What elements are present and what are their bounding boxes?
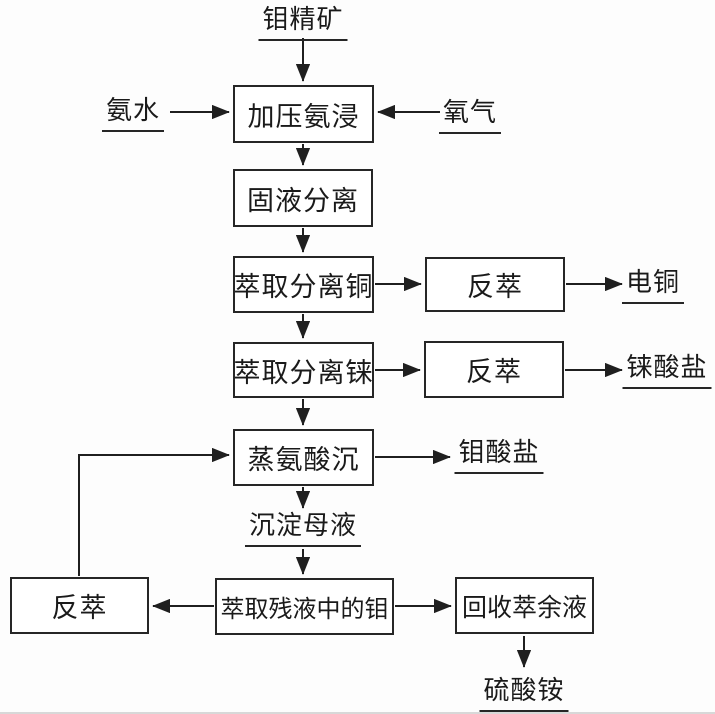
label-ammonia-water: 氨水	[101, 96, 165, 132]
box-ammonia-evaporation-acid-precipitation: 蒸氨酸沉	[233, 429, 374, 486]
label-rhenate: 铼酸盐	[622, 353, 712, 389]
label-molybdate: 钼酸盐	[454, 438, 544, 474]
box-copper-stripping: 反萃	[425, 257, 565, 312]
label-precipitation-mother-liquor: 沉淀母液	[244, 511, 362, 547]
box-stripping-recycle: 反萃	[10, 577, 149, 634]
box-pressure-ammonia-leach: 加压氨浸	[233, 85, 374, 143]
box-mo-extraction-from-raffinate: 萃取残液中的钼	[215, 578, 394, 635]
label-oxygen: 氧气	[438, 98, 502, 134]
arrow-stripping-recycle-to-evaporation	[78, 447, 230, 576]
label-mo-concentrate: 钼精矿	[258, 5, 348, 41]
page-bottom-rule	[0, 712, 715, 714]
box-rhenium-stripping: 反萃	[424, 341, 564, 398]
label-ammonium-sulfate: 硫酸铵	[479, 676, 569, 712]
box-copper-extraction: 萃取分离铜	[233, 256, 374, 313]
box-rhenium-extraction: 萃取分离铼	[233, 342, 374, 398]
box-raffinate-recovery: 回收萃余液	[455, 577, 594, 634]
label-electrolytic-copper: 电铜	[621, 268, 685, 304]
box-solid-liquid-separation: 固液分离	[233, 169, 373, 227]
